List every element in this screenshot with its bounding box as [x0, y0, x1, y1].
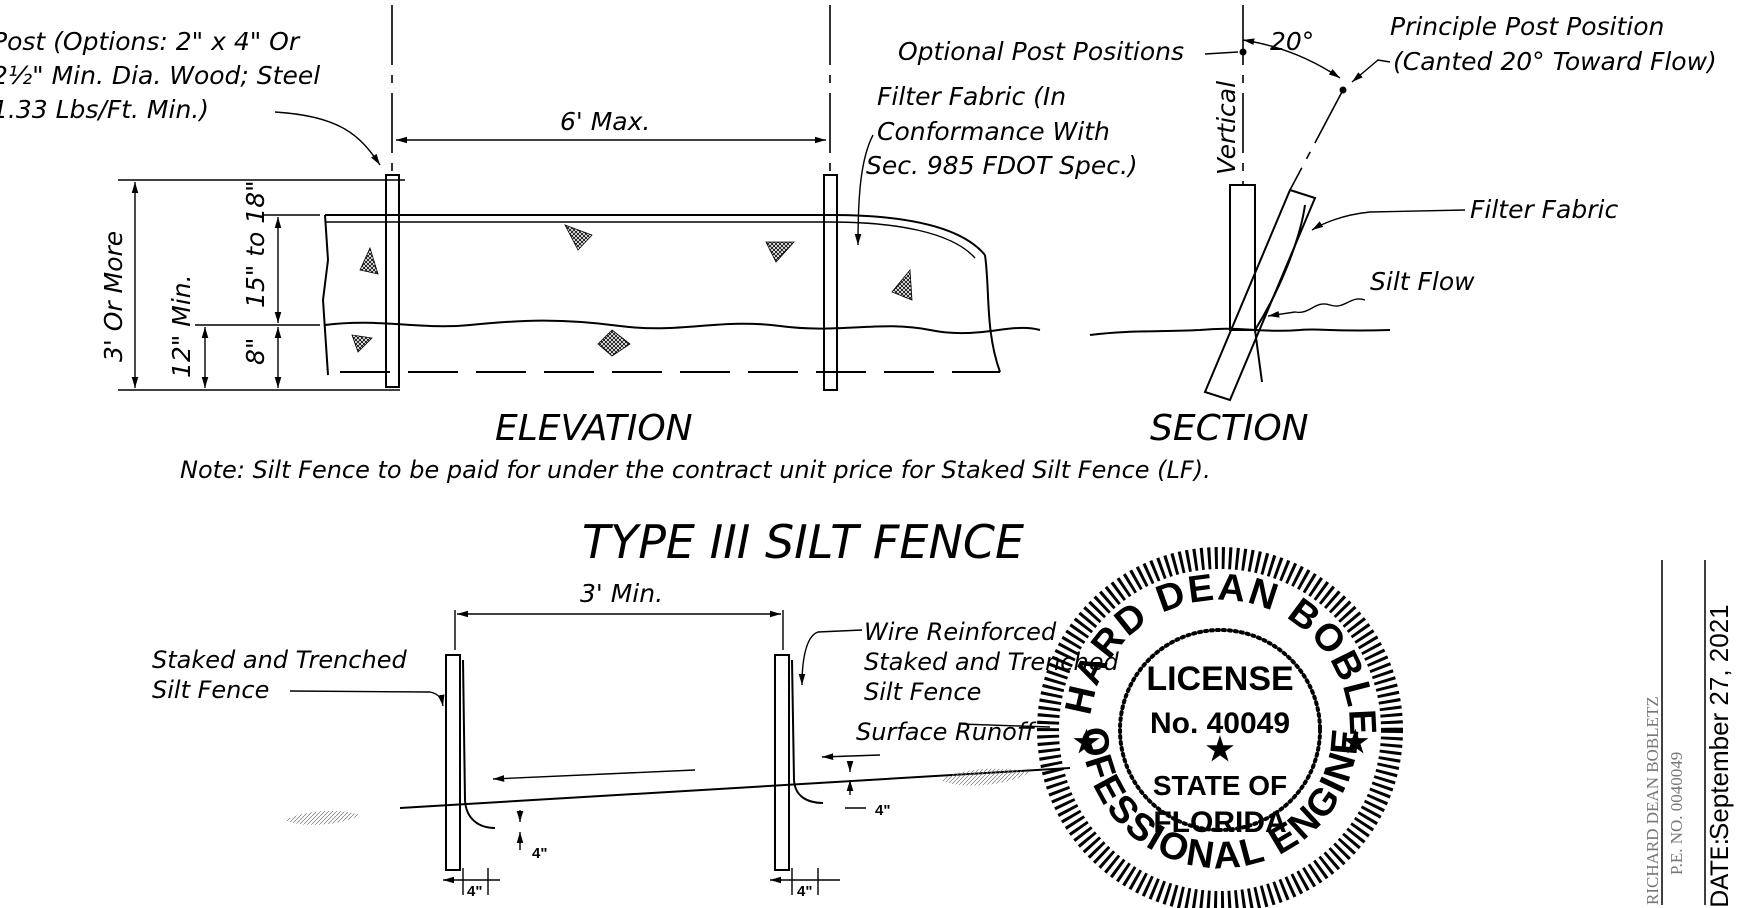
optional-vertical-post — [1229, 184, 1256, 331]
dim4-right-width-label: 4" — [797, 883, 812, 900]
section-title: SECTION — [1150, 408, 1309, 449]
fabric-hatch — [351, 334, 373, 353]
seal-number: No. 40049 — [1150, 707, 1290, 740]
section-ground — [1089, 327, 1391, 336]
overall-height-label: 3' Or More — [99, 231, 128, 362]
optional-posts-leader — [1204, 51, 1239, 55]
vertical-label: Vertical — [1212, 81, 1241, 175]
seal-star-left: ★ — [1073, 726, 1100, 759]
dim4-left-depth: 4" — [532, 845, 547, 862]
silt-flow-label: Silt Flow — [1370, 267, 1475, 296]
post-right — [823, 174, 838, 391]
principle-post-leader — [1351, 59, 1391, 83]
left-label-leader — [289, 690, 445, 707]
signer-pe-number: P.E. NO. 0040049 — [1667, 752, 1686, 875]
left-label-line2: Silt Fence — [152, 676, 269, 704]
post-note-line3: 1.33 Lbs/Ft. Min.) — [0, 95, 209, 124]
post-note-line1: Post (Options: 2" x 4" Or — [0, 27, 301, 56]
principle-post-line2: (Canted 20° Toward Flow) — [1393, 47, 1717, 76]
fabric-hatch — [359, 246, 379, 275]
fabric-top-edge-inner — [325, 221, 976, 259]
angle-arc — [1242, 38, 1341, 79]
fabric-note-line2: Conformance With — [877, 117, 1110, 146]
seal-star-center: ★ — [1206, 731, 1235, 767]
fabric-hatch — [597, 329, 631, 357]
fabric-right-edge — [984, 254, 1001, 373]
seal-florida: FLORIDA — [1153, 806, 1286, 839]
signature-block: RICHARD DEAN BOBLETZ P.E. NO. 0040049 DA… — [1643, 560, 1734, 908]
engineer-seal: RICHARD DEAN BOBLETZ PROFESSIONAL ENGINE… — [0, 0, 1403, 908]
right-label-line3: Silt Fence — [864, 678, 981, 706]
canted-post — [1203, 188, 1317, 402]
runoff-arrow-right — [821, 753, 881, 760]
left-fence-post — [445, 654, 461, 871]
section-fabric-leader — [1311, 209, 1466, 231]
silt-flow-arrow — [1267, 298, 1366, 318]
section-fabric — [1253, 204, 1306, 383]
post-left — [385, 174, 400, 388]
fabric-leader — [854, 134, 874, 246]
angle-label: 20° — [1270, 27, 1314, 56]
right-label-line1: Wire Reinforced — [864, 618, 1057, 646]
post-note-line2: 2½" Min. Dia. Wood; Steel — [0, 61, 320, 90]
principle-post-line1: Principle Post Position — [1390, 12, 1664, 41]
fabric-left-edge — [321, 214, 330, 376]
signature-date: September 27, 2021 — [1704, 604, 1734, 840]
right-label-leader — [798, 629, 863, 686]
runoff-arrow-left — [492, 769, 696, 782]
right-fence-fabric — [791, 659, 824, 804]
signer-name: RICHARD DEAN BOBLETZ — [1643, 696, 1662, 905]
fabric-hatch — [564, 224, 593, 251]
right-fence-post — [774, 654, 790, 871]
ground-hatch-left — [285, 810, 360, 825]
surface-runoff-underline — [959, 723, 1051, 728]
type3-view: 3' Min. Staked and Trenched Silt Fence W… — [152, 579, 1119, 900]
type3-title: TYPE III SILT FENCE — [582, 515, 1024, 569]
canted-centerline — [1289, 89, 1344, 191]
payment-note: Note: Silt Fence to be paid for under th… — [180, 456, 1211, 484]
fabric-height-label: 15" to 18" — [241, 180, 270, 308]
dim4-right-depth: 4" — [875, 802, 890, 819]
seal-inner-ring — [1118, 628, 1322, 832]
fabric-note-line1: Filter Fabric (In — [877, 82, 1066, 111]
surface-runoff-label: Surface Runoff — [856, 718, 1037, 746]
optional-posts-label: Optional Post Positions — [898, 37, 1184, 66]
min-spacing-label: 3' Min. — [580, 579, 663, 608]
embed-min-label: 12" Min. — [167, 274, 196, 378]
left-fence-fabric — [462, 659, 496, 829]
elevation-title: ELEVATION — [495, 408, 693, 449]
fabric-top-edge — [325, 214, 986, 256]
seal-license: LICENSE — [1146, 660, 1293, 698]
fabric-note-line3: Sec. 985 FDOT Spec.) — [866, 151, 1138, 180]
elevation-view: Post (Options: 2" x 4" Or 2½" Min. Dia. … — [0, 5, 1138, 449]
seal-outer-ring — [1037, 547, 1403, 908]
ground-line — [324, 319, 1041, 335]
section-view: Optional Post Positions Vertical 20° Pri… — [898, 5, 1717, 449]
date-label: DATE: — [1706, 837, 1734, 908]
fabric-hatch — [891, 268, 913, 301]
section-fabric-label: Filter Fabric — [1470, 195, 1618, 224]
max-spacing-label: 6' Max. — [560, 107, 650, 136]
ground-hatch-right — [940, 768, 1030, 786]
post-leader — [274, 111, 381, 166]
dim4-left-width-label: 4" — [467, 883, 482, 900]
left-label-line1: Staked and Trenched — [152, 646, 407, 674]
trench-depth-label: 8" — [241, 338, 270, 365]
seal-state: STATE OF — [1153, 770, 1287, 801]
seal-star-right: ★ — [1342, 726, 1369, 759]
fabric-hatch — [765, 241, 795, 263]
